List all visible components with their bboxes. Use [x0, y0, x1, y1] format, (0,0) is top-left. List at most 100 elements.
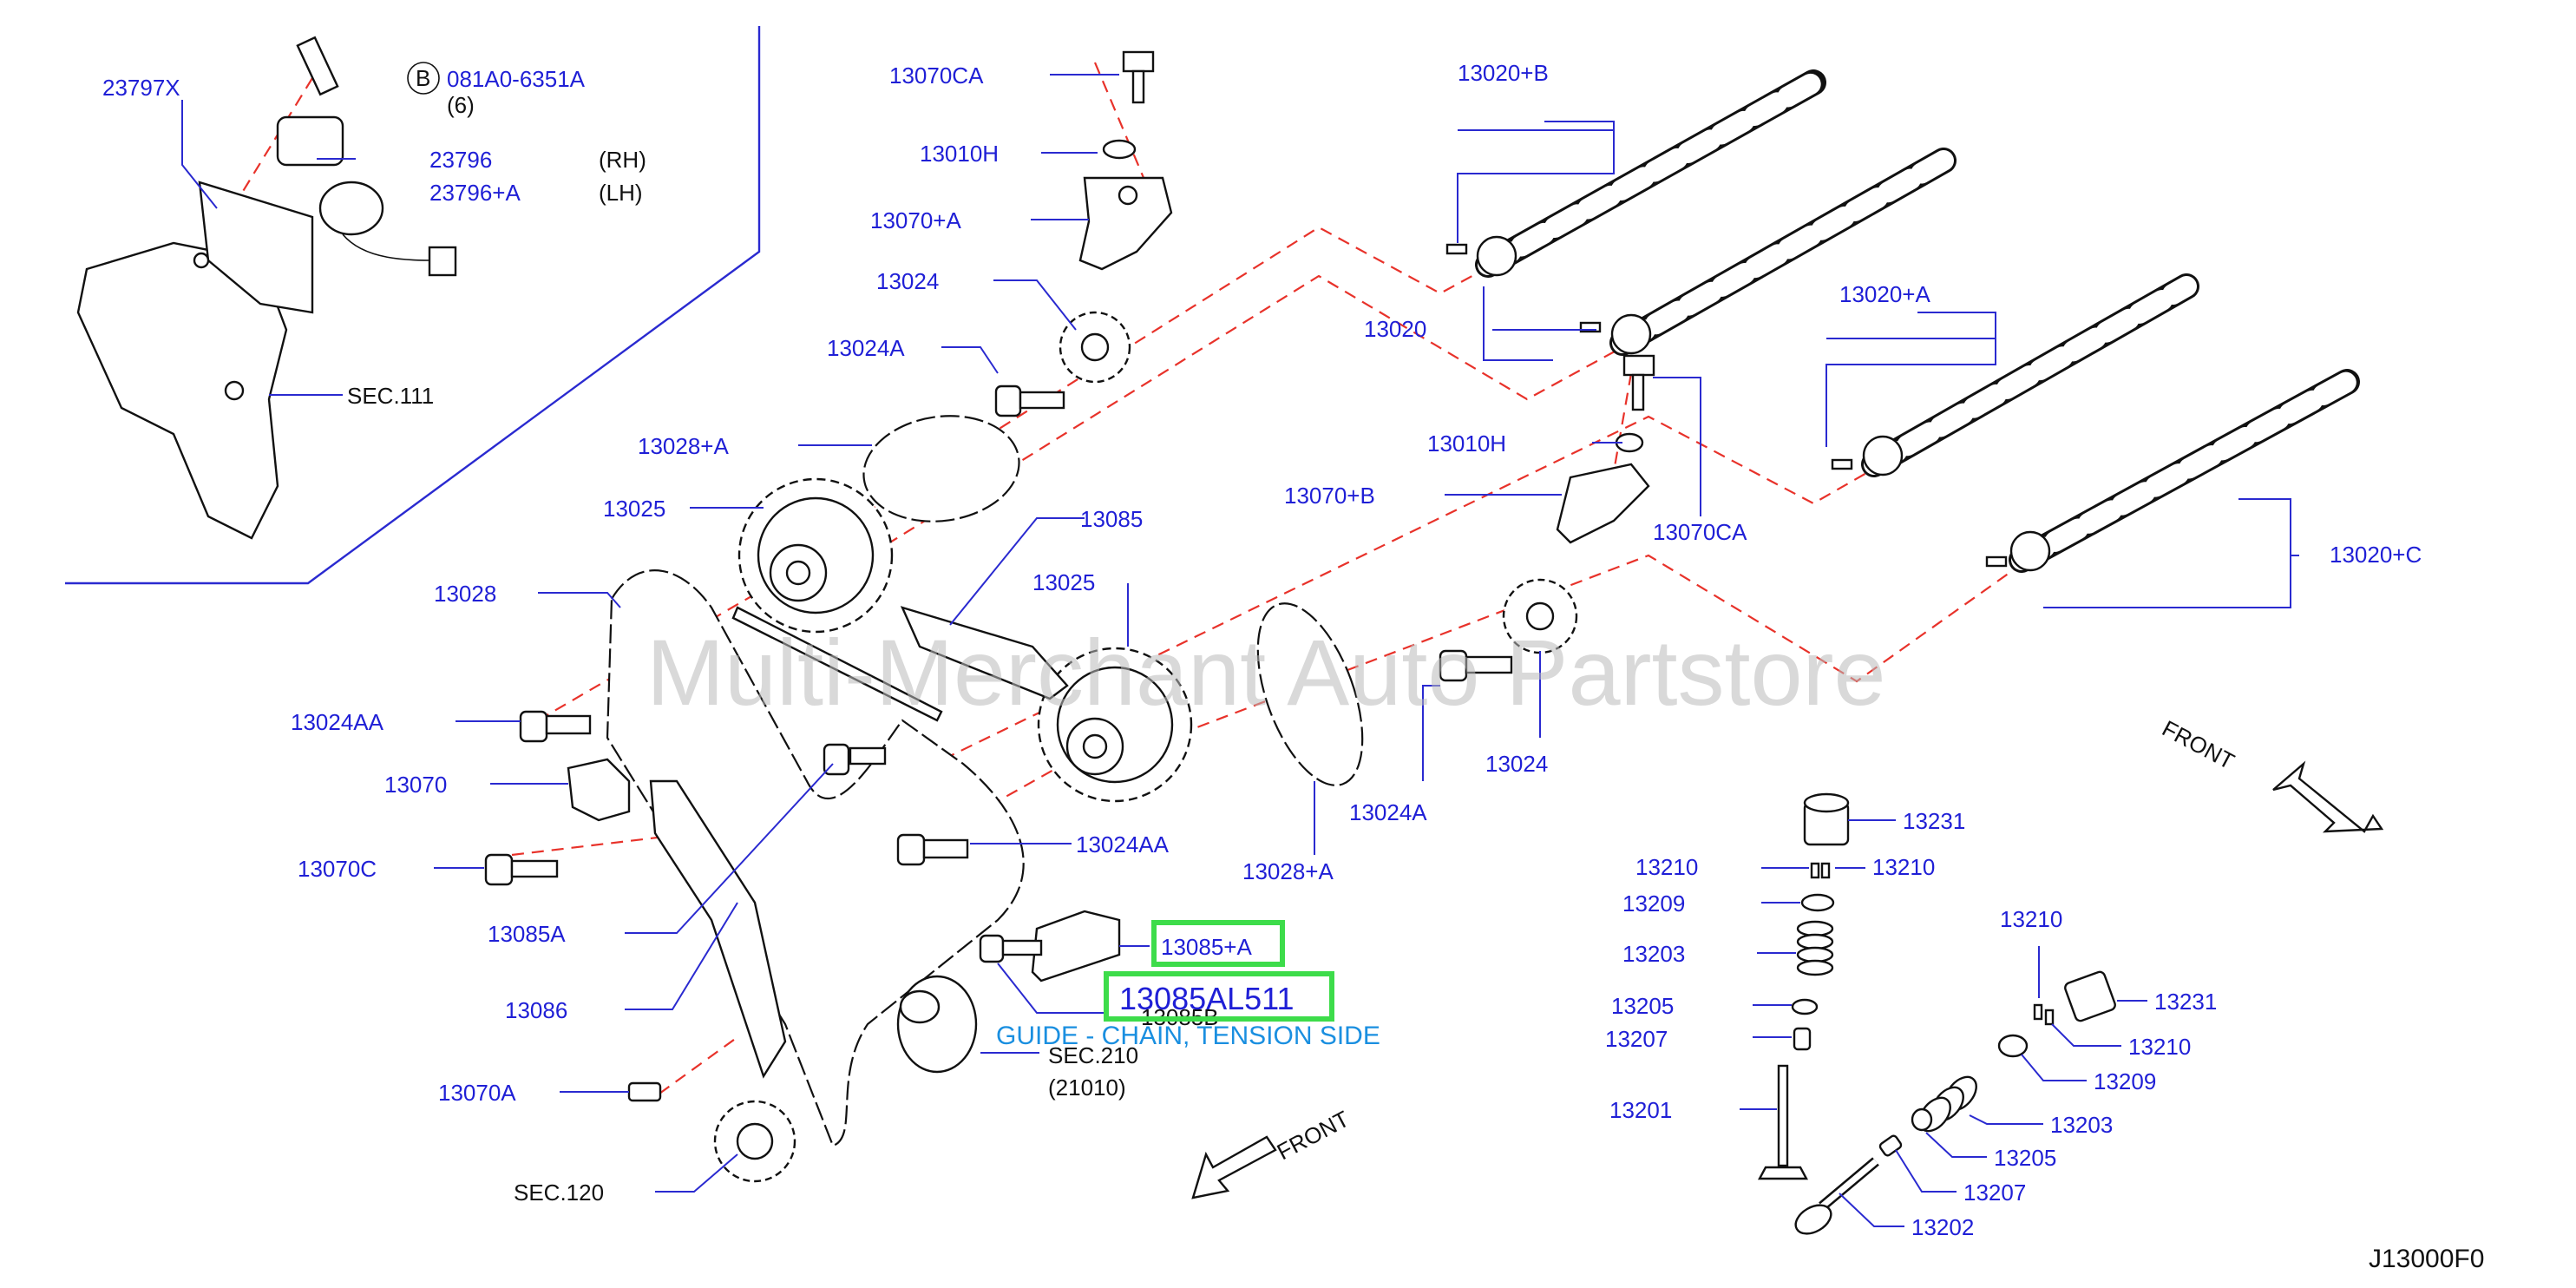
- retainer-13209-left: [1800, 893, 1835, 912]
- sprocket-13025-left: [737, 477, 894, 634]
- label-13070-plus-a[interactable]: 13070+A: [870, 207, 961, 233]
- bolt-13024a-right: [1439, 649, 1513, 682]
- label-13207-left[interactable]: 13207: [1605, 1026, 1668, 1052]
- label-13210-a[interactable]: 13210: [1635, 854, 1698, 880]
- sprocket-13024-right: [1502, 578, 1578, 654]
- seat-13205-right: [1911, 1107, 1933, 1132]
- label-13205-right[interactable]: 13205: [1994, 1145, 2056, 1171]
- label-23797x[interactable]: 23797X: [102, 75, 180, 101]
- label-13210-b[interactable]: 13210: [1872, 854, 1935, 880]
- label-13210-d[interactable]: 13210: [2128, 1034, 2191, 1060]
- sprocket-13025-mid: [1037, 647, 1193, 803]
- cam-position-sensor: [276, 36, 457, 277]
- label-13025-mid[interactable]: 13025: [1032, 569, 1095, 595]
- front-label-left: FRONT: [1273, 1106, 1354, 1166]
- label-13020-plus-c[interactable]: 13020+C: [2330, 542, 2422, 568]
- diagram-code: J13000F0: [2369, 1245, 2484, 1273]
- label-sec120[interactable]: SEC.120: [514, 1180, 604, 1206]
- camshaft-13020: [1579, 148, 1957, 356]
- label-sec210[interactable]: SEC.210: [1048, 1042, 1138, 1068]
- tensioner-13070plusb: [1556, 463, 1650, 544]
- label-081a0-6351a[interactable]: 081A0-6351A: [447, 66, 586, 92]
- guide-13085: [900, 606, 1069, 700]
- label-13020-plus-b[interactable]: 13020+B: [1458, 60, 1549, 86]
- label-13028[interactable]: 13028: [434, 581, 496, 607]
- label-13209-right[interactable]: 13209: [2094, 1068, 2156, 1094]
- label-13210-c[interactable]: 13210: [2000, 906, 2062, 932]
- highlight-caption: GUIDE - CHAIN, TENSION SIDE: [996, 1022, 1380, 1050]
- valve-keepers-right: [2033, 1003, 2055, 1026]
- camshaft-13020plusb: [1445, 69, 1826, 278]
- label-13201[interactable]: 13201: [1609, 1097, 1672, 1123]
- highlight-box-13085al511[interactable]: [1104, 971, 1334, 1022]
- bolt-13024aa-mid: [896, 833, 969, 866]
- chain-13028a-bottom: [1256, 602, 1364, 786]
- label-sec111[interactable]: SEC.111: [347, 383, 434, 409]
- label-13025-left[interactable]: 13025: [603, 496, 665, 522]
- bolt-circle-symbol: B: [407, 62, 440, 95]
- label-13024-top[interactable]: 13024: [876, 268, 939, 294]
- label-13231-right[interactable]: 13231: [2154, 989, 2217, 1015]
- front-arrow-right-icon: [2272, 760, 2384, 833]
- crank-sprocket-sec120: [713, 1100, 796, 1183]
- label-13024a-top[interactable]: 13024A: [827, 335, 905, 361]
- valve-lifter-13231-top: [1803, 792, 1850, 846]
- label-13070ca-right[interactable]: 13070CA: [1653, 519, 1747, 545]
- label-13085[interactable]: 13085: [1080, 506, 1143, 532]
- pump-sec210: [896, 975, 978, 1074]
- label-13070ca-top[interactable]: 13070CA: [889, 62, 984, 89]
- label-23796-plus-a[interactable]: 23796+A: [429, 180, 521, 206]
- valve-lifter-13231-right: [2064, 970, 2116, 1022]
- label-13024aa-mid[interactable]: 13024AA: [1076, 831, 1170, 858]
- label-13028-plus-a-top[interactable]: 13028+A: [638, 433, 729, 459]
- bracket-13085plusa: [1031, 910, 1121, 982]
- retainer-13209-right: [1997, 1034, 2029, 1058]
- seal-13207-right: [1878, 1134, 1903, 1157]
- bolt-13070ca-right: [1622, 354, 1655, 411]
- label-13085a[interactable]: 13085A: [488, 921, 566, 947]
- sprocket-13024-top: [1059, 311, 1131, 384]
- front-arrow-left-icon: [1191, 1135, 1277, 1199]
- label-13202[interactable]: 13202: [1911, 1214, 1974, 1240]
- seal-13207-left: [1793, 1027, 1812, 1051]
- guide-13085a: [731, 606, 943, 722]
- label-13231-top[interactable]: 13231: [1903, 808, 1965, 834]
- label-13024a-right[interactable]: 13024A: [1349, 799, 1427, 825]
- camshaft-13020plusa: [1831, 273, 2199, 477]
- bolt-13024a-top: [994, 384, 1065, 417]
- bolt-symbol-text: B: [416, 65, 430, 91]
- inset-frame: [65, 26, 761, 585]
- label-23796[interactable]: 23796: [429, 147, 492, 173]
- front-cover-bracket: [76, 181, 314, 540]
- label-13024aa-left[interactable]: 13024AA: [291, 709, 384, 735]
- oring-13010h-top: [1102, 139, 1137, 160]
- label-13086[interactable]: 13086: [505, 997, 567, 1023]
- highlight-box-13085plusa[interactable]: [1151, 920, 1285, 967]
- label-13070a[interactable]: 13070A: [438, 1080, 516, 1106]
- label-13207-right[interactable]: 13207: [1963, 1180, 2026, 1206]
- tensioner-13070a: [1078, 176, 1173, 271]
- label-13070-plus-b[interactable]: 13070+B: [1284, 483, 1375, 509]
- label-13070c[interactable]: 13070C: [298, 856, 377, 882]
- label-13020[interactable]: 13020: [1364, 316, 1426, 342]
- label-13205-left[interactable]: 13205: [1611, 993, 1674, 1019]
- label-13203-right[interactable]: 13203: [2050, 1112, 2113, 1138]
- valve-13202: [1794, 1157, 1879, 1235]
- highlight-part-number[interactable]: 13085AL511: [1119, 981, 1295, 1016]
- part-labels: 23797X 081A0-6351A (6) 23796 (RH) 23796+…: [102, 60, 2422, 1240]
- label-13209-left[interactable]: 13209: [1622, 890, 1685, 917]
- spring-13203-left: [1796, 920, 1834, 976]
- label-13070[interactable]: 13070: [384, 772, 447, 798]
- label-13203-left[interactable]: 13203: [1622, 941, 1685, 967]
- bolt-13070c: [484, 853, 559, 886]
- label-13085-plus-a[interactable]: 13085+A: [1161, 934, 1252, 960]
- label-13024-right[interactable]: 13024: [1485, 751, 1548, 777]
- label-13010h-right[interactable]: 13010H: [1427, 430, 1506, 457]
- front-label-right: FRONT: [2158, 715, 2238, 775]
- watermark-text: Multi-Merchant Auto Partstore: [646, 620, 1886, 725]
- label-13028-plus-a-bottom[interactable]: 13028+A: [1242, 858, 1334, 884]
- label-13010h-top[interactable]: 13010H: [920, 141, 999, 167]
- camshaft-13020plusc: [1985, 369, 2360, 573]
- label-13020-plus-a[interactable]: 13020+A: [1839, 281, 1930, 307]
